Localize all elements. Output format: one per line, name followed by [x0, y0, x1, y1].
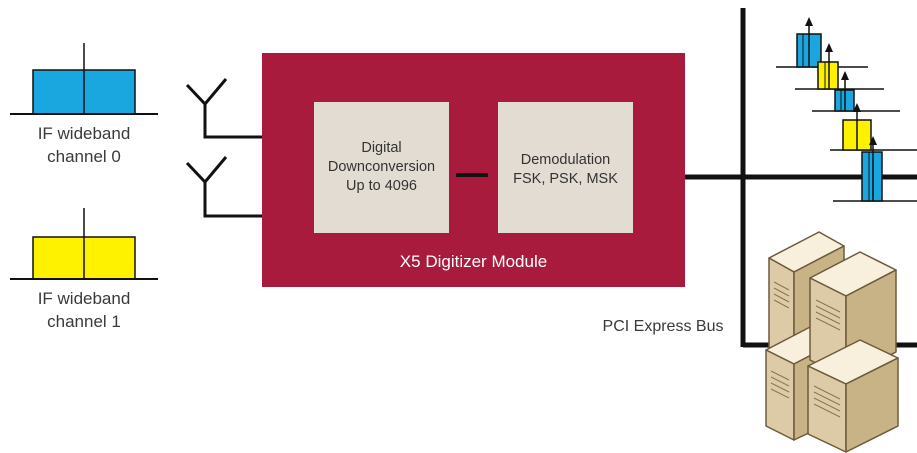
channelized-spectrum-icon [776, 17, 917, 202]
if-channel-0-label-line2: channel 0 [47, 147, 121, 166]
ddc-block-label: Digital Downconversion Up to 4096 [314, 139, 449, 196]
antenna-1-icon [185, 156, 262, 218]
demod-block [498, 102, 633, 233]
ddc-line1: Digital [361, 140, 402, 156]
if-channel-0-spectrum-icon [10, 43, 158, 115]
spectrum-band-0 [776, 17, 868, 68]
if-channel-0-label: IF wideband channel 0 [14, 122, 154, 168]
if-channel-1-label-line2: channel 1 [47, 312, 121, 331]
demod-line1: Demodulation [520, 152, 611, 168]
spectrum-band-4 [833, 136, 917, 202]
server-tower-lower-right [807, 339, 899, 453]
ddc-block [314, 102, 449, 233]
demod-block-label: Demodulation FSK, PSK, MSK [498, 151, 633, 189]
antenna-0-icon [185, 78, 262, 139]
if-channel-1-spectrum-icon [10, 208, 158, 280]
if-channel-1-label: IF wideband channel 1 [14, 287, 154, 333]
spectrum-band-1 [795, 43, 884, 90]
module-title: X5 Digitizer Module [399, 252, 548, 271]
spectrum-band-2 [812, 71, 900, 112]
pci-express-bus-label: PCI Express Bus [602, 318, 724, 335]
if-channel-1-label-line1: IF wideband [37, 289, 131, 308]
if-channel-0-label-line1: IF wideband [37, 124, 131, 143]
ddc-line2: Downconversion [327, 159, 436, 175]
server-stack-icon [765, 231, 899, 453]
ddc-line3: Up to 4096 [346, 178, 417, 194]
demod-line2: FSK, PSK, MSK [513, 171, 618, 187]
